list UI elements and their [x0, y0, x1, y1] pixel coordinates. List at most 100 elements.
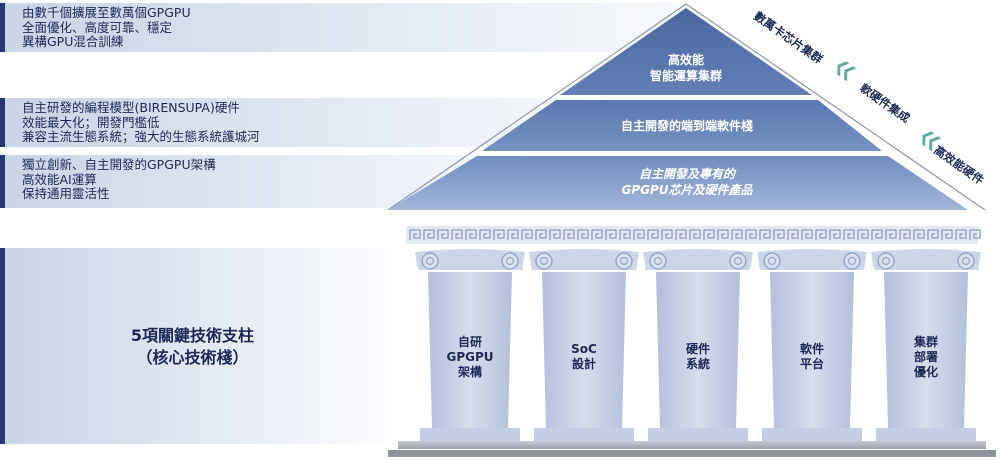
band-cluster: 由數千個擴展至數萬個GPGPU 全面優化、高度可靠、穩定 異構GPU混合訓練 [0, 3, 685, 52]
greek-key-motif [479, 229, 491, 240]
greek-key-motif [843, 229, 855, 240]
pyramid-label-bottom: 自主開發及專有的 GPGPU芯片及硬件產品 [572, 166, 802, 198]
volute-scroll-inner [733, 256, 743, 266]
volute-scroll [501, 252, 519, 270]
pyramid-tier-middle [482, 100, 882, 151]
greek-key-pattern [409, 229, 981, 240]
pillar-label-line: GPGPU [446, 349, 494, 364]
volute-scroll-inner [881, 256, 891, 266]
volute-scroll-inner [619, 256, 629, 266]
pyramid-label-middle: 自主開發的端到端軟件棧 [582, 118, 792, 134]
pyramid-graphic [387, 3, 986, 211]
band-hardware-text: 獨立創新、自主開發的GPGPU架構 高效能AI運算 保持通用靈活性 [22, 157, 216, 202]
greek-key-motif [675, 229, 687, 240]
greek-key-motif [591, 229, 603, 240]
pillar-label-line: 部署 [913, 349, 938, 364]
greek-key-motif [955, 229, 967, 240]
column-shaft [656, 272, 740, 428]
pyramid-label-line: 高效能 [667, 53, 704, 67]
pillar-label-line: 架構 [457, 364, 482, 379]
volute-scroll-inner [539, 256, 549, 266]
greek-key-motif [857, 229, 869, 240]
greek-key-motif [493, 229, 505, 240]
volute-scroll [421, 252, 439, 270]
pillars-title-line: 5項關鍵技術支柱 [130, 326, 255, 345]
pillar-label-line: 硬件 [685, 342, 710, 356]
temple-base-upper [398, 441, 986, 449]
greek-key-motif [829, 229, 841, 240]
pyramid-label-line: GPGPU芯片及硬件產品 [621, 183, 753, 197]
pillar-label: 軟件平台 [777, 342, 847, 372]
pillar-label-line: 平台 [799, 357, 824, 371]
pyramid-label-line: 自主開發及專有的 [638, 167, 735, 181]
band-line: 由數千個擴展至數萬個GPGPU [22, 5, 191, 20]
pillars-title: 5項關鍵技術支柱 （核心技術棧） [0, 325, 385, 369]
column-capital [643, 249, 753, 270]
volute-scroll-inner [961, 256, 971, 266]
frieze [406, 226, 978, 244]
greek-key-motif [605, 229, 617, 240]
band-line: 全面優化、高度可靠、穩定 [22, 19, 173, 35]
greek-key-motif [801, 229, 813, 240]
greek-key-motif [423, 229, 435, 240]
pillar-label: 集群部署優化 [891, 335, 961, 380]
greek-key-motif [745, 229, 757, 240]
greek-key-motif [941, 229, 953, 240]
greek-key-motif [731, 229, 743, 240]
pyramid-tier-bottom [388, 156, 968, 210]
band-line: 高效能AI運算 [22, 171, 97, 187]
volute-scroll [763, 252, 781, 270]
pillar-label-line: 系統 [685, 357, 710, 371]
greek-key-motif [913, 229, 925, 240]
volute-scroll [843, 252, 861, 270]
column-base [420, 428, 520, 441]
column-capital [529, 249, 639, 270]
temple-base-lower [388, 450, 996, 457]
volute-scroll [729, 252, 747, 270]
pillar-column [871, 249, 981, 441]
pyramid-label-line: 智能運算集群 [649, 69, 722, 83]
volute-scroll [615, 252, 633, 270]
column-base [648, 428, 748, 441]
pyramid-label-line: 自主開發的端到端軟件棧 [620, 119, 753, 133]
column-capital [415, 249, 525, 270]
greek-key-motif [633, 229, 645, 240]
band-line: 效能最大化；開發門檻低 [22, 114, 160, 130]
greek-key-motif [969, 229, 981, 240]
column-shaft [884, 272, 968, 428]
greek-key-motif [535, 229, 547, 240]
column-shaft [770, 272, 854, 428]
column-capital [757, 249, 867, 270]
greek-key-motif [409, 229, 421, 240]
column-shaft [542, 272, 626, 428]
column-base [534, 428, 634, 441]
band-line: 獨立創新、自主開發的GPGPU架構 [22, 157, 216, 172]
pyramid-tier-top [560, 8, 812, 95]
pillar-column [415, 249, 525, 441]
greek-key-motif [899, 229, 911, 240]
greek-key-motif [787, 229, 799, 240]
greek-key-motif [619, 229, 631, 240]
greek-key-motif [661, 229, 673, 240]
greek-key-motif [437, 229, 449, 240]
column-capital [871, 249, 981, 270]
volute-scroll [957, 252, 975, 270]
pillars-title-line: （核心技術棧） [136, 348, 249, 367]
greek-key-motif [815, 229, 827, 240]
pyramid-outline [387, 3, 986, 211]
band-line: 兼容主流生態系統；強大的生態系統護城河 [22, 129, 260, 144]
greek-key-motif [871, 229, 883, 240]
pillar-label: 硬件系統 [663, 342, 733, 372]
pyramid-label-top: 高效能 智能運算集群 [626, 52, 746, 84]
pillar-label-line: 集群 [913, 334, 938, 349]
greek-key-motif [885, 229, 897, 240]
greek-key-motif [451, 229, 463, 240]
band-line: 保持通用靈活性 [22, 186, 110, 201]
pillar-label-line: 設計 [571, 357, 596, 371]
band-line: 異構GPU混合訓練 [22, 34, 124, 49]
band-software-text: 自主研發的編程模型(BIRENSUPA)硬件 效能最大化；開發門檻低 兼容主流生… [22, 100, 260, 145]
pillar-label-line: 軟件 [799, 342, 824, 356]
